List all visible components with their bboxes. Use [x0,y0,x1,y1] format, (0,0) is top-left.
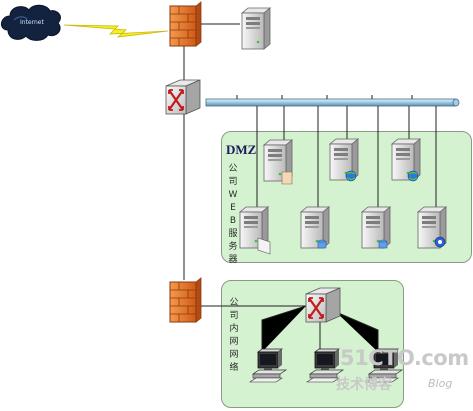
firewall-icon [169,1,202,47]
workstation-icon [249,348,287,383]
internal-network-caption: 公司内网网络 [229,298,239,373]
dmz-web-server-caption: 公司WEB服务器 [228,164,238,265]
server-badges [257,170,446,255]
dmz-title: DMZ [226,142,257,157]
switch-icon [164,78,202,116]
firewall-icon [169,277,202,323]
internet-label: Internet [20,19,44,26]
watermark-sub: 技术博客 [336,377,392,393]
bus-drop-lines [236,95,437,212]
watermark-blog: Blog [428,377,453,390]
lightning-link-icon [63,24,169,38]
server-icon [241,7,271,50]
watermark-site: 51CTO.com [340,346,469,370]
internet-cloud-icon [1,4,61,41]
switch-icon [304,286,342,324]
backbone-bus [205,98,460,107]
internal-links [198,305,379,352]
